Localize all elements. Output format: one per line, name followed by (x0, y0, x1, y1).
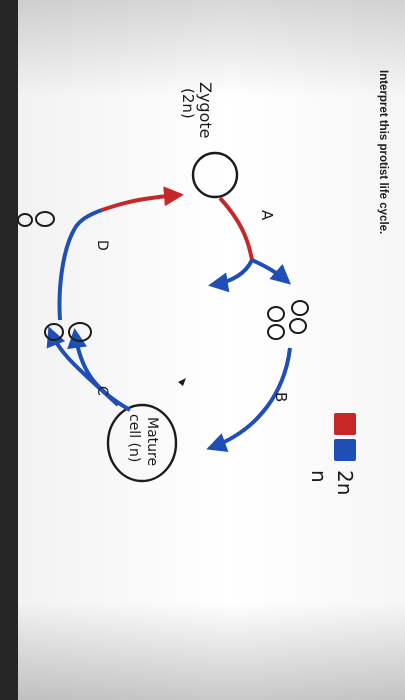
question-text: Interpret this protist life cycle. (377, 70, 389, 234)
arrow-a-haploid-1 (208, 259, 254, 293)
arrow-fertilization (101, 186, 184, 212)
step-b-label: B (272, 392, 290, 402)
zygote-label: Zygote (196, 82, 215, 139)
haploid-cell (267, 324, 285, 340)
diploid-label: 2n (333, 470, 357, 495)
step-d-label: D (94, 240, 110, 251)
step-a-label: A (258, 210, 276, 221)
mature-cell (106, 403, 178, 483)
gamete-cell (17, 213, 33, 227)
cursor-mark (178, 378, 186, 386)
arrow-d-gametes (57, 226, 77, 321)
haploid-cell (291, 300, 309, 316)
arrow-a-diploid (218, 196, 254, 261)
haploid-cell (289, 318, 307, 334)
worksheet-page (18, 0, 405, 700)
arrow-c-division-1 (67, 328, 131, 412)
arrow-c-division-2 (46, 326, 120, 407)
arrow-d-join (73, 208, 103, 230)
zygote-cell (191, 151, 239, 199)
daughter-cell (68, 322, 92, 342)
diploid-swatch (334, 413, 356, 435)
haploid-cells-after-meiosis (267, 300, 309, 340)
mature-cell-label: Mature (144, 417, 160, 466)
haploid-label: n (307, 470, 331, 483)
step-c-label: C (94, 386, 110, 396)
daughter-cell (44, 323, 64, 341)
arrow-a-haploid-2 (251, 258, 292, 285)
haploid-swatch (334, 439, 356, 461)
zygote-ploidy-label: (2n) (179, 88, 197, 119)
ploidy-legend: 2n n (307, 413, 357, 495)
gamete-cell (35, 211, 55, 227)
arrow-b-growth (206, 347, 292, 452)
haploid-cell (267, 306, 285, 322)
mature-cell-ploidy-label: cell (n) (126, 414, 142, 462)
